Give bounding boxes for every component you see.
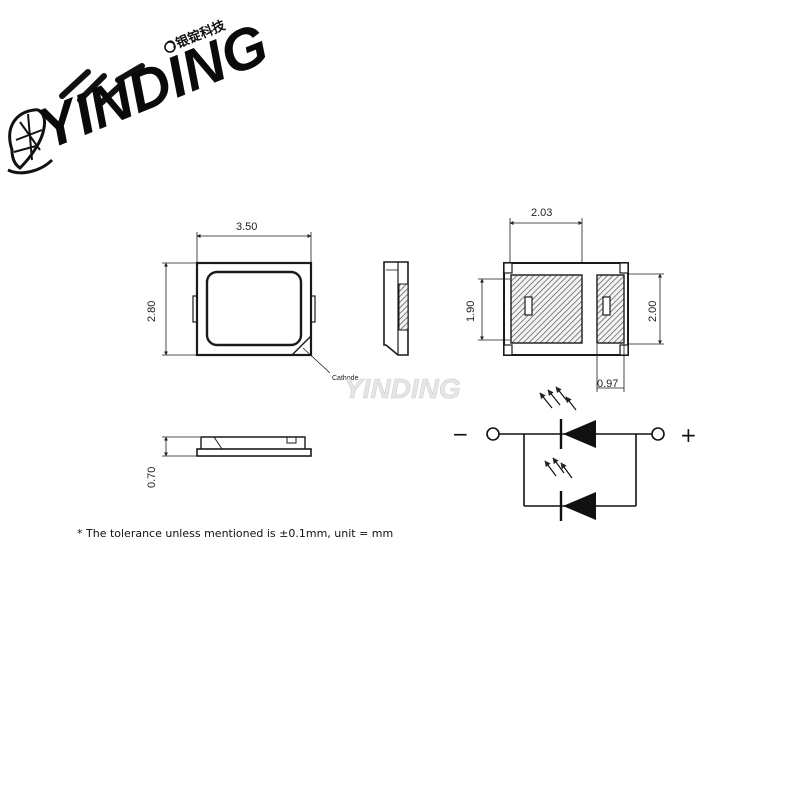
negative-sign: −: [452, 422, 469, 446]
circuit-schematic: [486, 386, 665, 521]
bottom-view: [478, 218, 664, 392]
tolerance-footnote: * The tolerance unless mentioned is ±0.1…: [77, 527, 393, 540]
dim-pad-span: 2.03: [531, 207, 552, 219]
end-view: [383, 261, 409, 356]
ingot-icon: [7, 108, 54, 175]
dim-small-pad-width: 0.97: [597, 378, 618, 390]
terminal-negative: [486, 427, 500, 441]
dim-top-height: 2.80: [146, 301, 158, 322]
side-view: [162, 436, 312, 457]
dim-top-width: 3.50: [236, 221, 257, 233]
terminal-positive: [651, 427, 665, 441]
positive-sign: +: [680, 423, 697, 447]
led-diode-top-icon: [559, 419, 596, 449]
dim-body-height: 2.00: [647, 301, 659, 322]
light-arrows-bottom-icon: [544, 457, 573, 479]
light-arrows-top-icon: [539, 386, 577, 411]
logo-brand-text: YINDING: [29, 11, 277, 162]
swirl-icon: [164, 40, 176, 53]
dim-side-thickness: 0.70: [146, 467, 158, 488]
dim-pad-height: 1.90: [465, 301, 477, 322]
cathode-label: Cathode: [332, 375, 359, 382]
company-logo: YINDING 银锭科技: [7, 11, 277, 175]
led-diode-bottom-icon: [559, 491, 596, 521]
watermark-text: YINDING: [344, 373, 461, 404]
top-view: [162, 232, 331, 374]
